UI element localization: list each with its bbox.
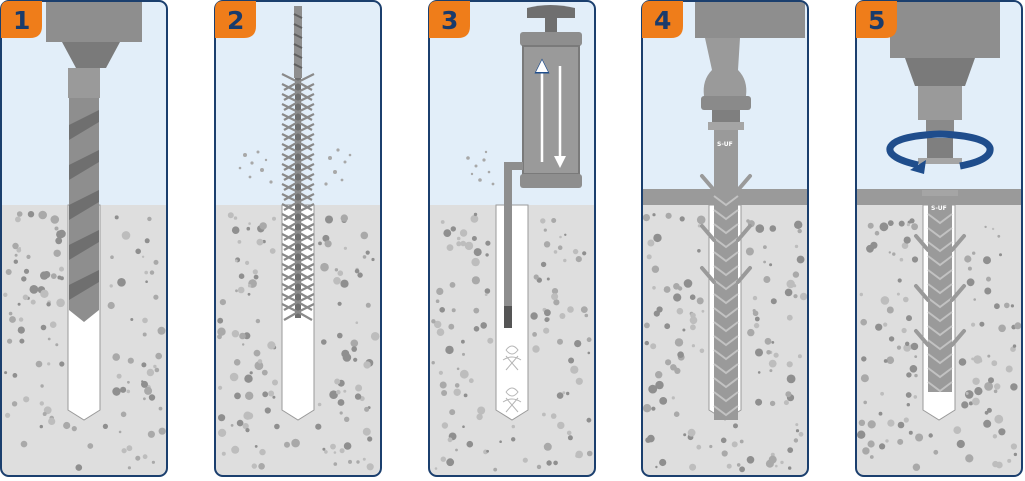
rotation-arrow-icon bbox=[886, 130, 994, 174]
blow-pump bbox=[520, 5, 582, 188]
brush-bristles bbox=[281, 73, 315, 321]
brush-wire bbox=[293, 6, 303, 78]
drill-bit bbox=[69, 98, 99, 322]
step-badge bbox=[642, 1, 683, 38]
panel-border bbox=[641, 0, 809, 477]
hammer bbox=[695, 1, 805, 122]
step-panel-3: 3 bbox=[428, 0, 596, 477]
anchor-plug bbox=[914, 190, 966, 393]
dust-particles bbox=[238, 148, 352, 186]
drill-machine bbox=[46, 1, 142, 42]
panel-border bbox=[855, 0, 1023, 477]
air-flow bbox=[502, 345, 522, 413]
aggregate-dots bbox=[431, 212, 593, 472]
anchor-plug bbox=[700, 122, 752, 420]
blow-tube bbox=[504, 162, 523, 326]
anchor-marking: S-UF bbox=[717, 141, 733, 148]
step-badge bbox=[429, 1, 470, 38]
step-panel-5: S-UF 5 bbox=[855, 0, 1023, 477]
chuck-collar bbox=[68, 68, 100, 98]
dust-particles bbox=[466, 150, 495, 186]
tube-tip bbox=[504, 306, 512, 328]
step-number: 2 bbox=[227, 6, 244, 35]
panel-border bbox=[214, 0, 382, 477]
panel-border bbox=[428, 0, 596, 477]
drill-chuck bbox=[62, 42, 120, 68]
step-badge bbox=[856, 1, 897, 38]
anchor-marking: S-UF bbox=[931, 205, 947, 212]
step-number: 5 bbox=[868, 6, 885, 35]
step-number: 3 bbox=[441, 6, 458, 35]
aggregate-dots bbox=[3, 210, 166, 471]
step-number: 1 bbox=[13, 6, 30, 35]
screwdriver-machine bbox=[890, 1, 1000, 136]
step-badge bbox=[215, 1, 256, 38]
step-panel-4: S-UF 4 bbox=[641, 0, 809, 477]
step-panel-2: 2 bbox=[214, 0, 382, 477]
panel-border bbox=[0, 0, 168, 477]
screw-head bbox=[927, 138, 953, 158]
aggregate-dots bbox=[857, 218, 1022, 471]
washer bbox=[918, 158, 962, 164]
step-number: 4 bbox=[654, 6, 671, 35]
aggregate-dots bbox=[217, 212, 380, 471]
step-badge bbox=[1, 1, 42, 38]
step-panel-1: 1 bbox=[0, 0, 168, 477]
